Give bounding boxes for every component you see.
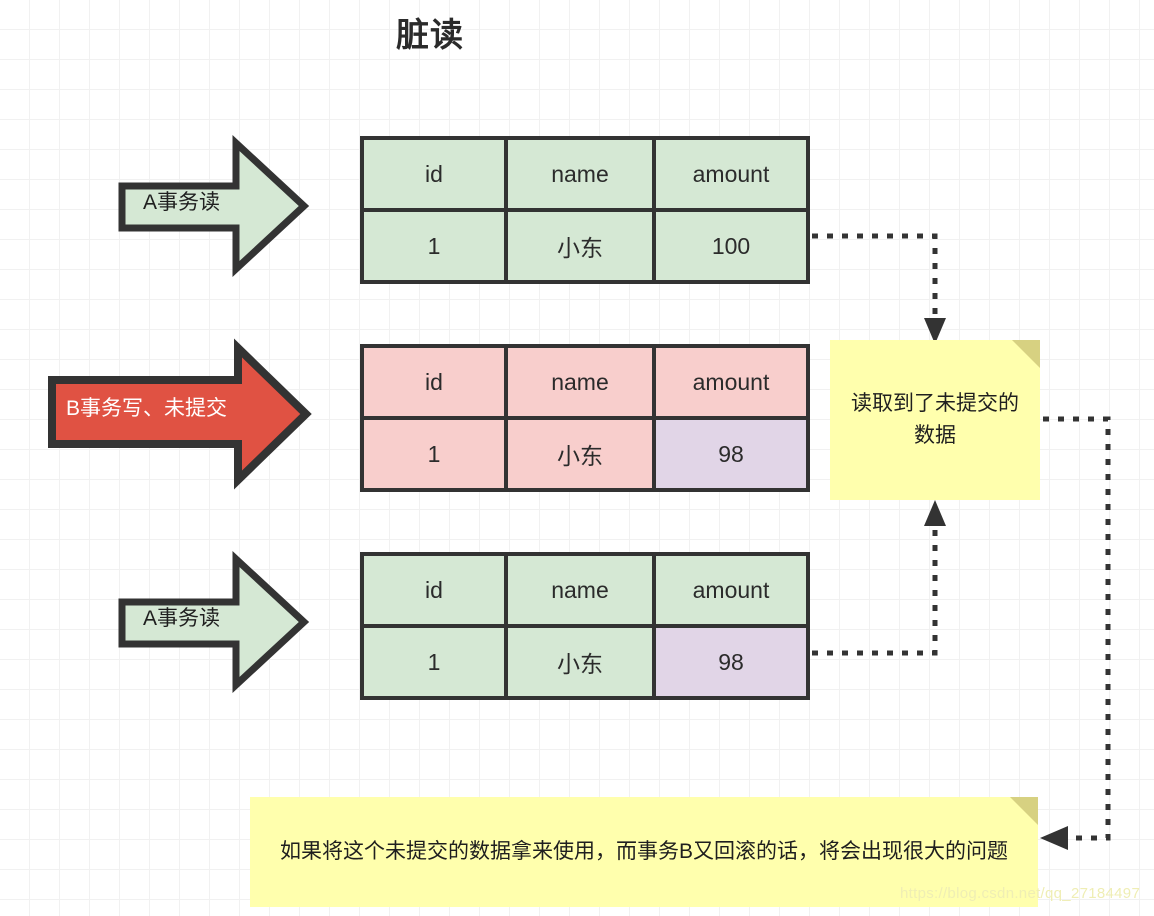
cell-id: 1	[364, 420, 508, 488]
header-cell-id: id	[364, 140, 508, 208]
note-rollback-problem: 如果将这个未提交的数据拿来使用，而事务B又回滚的话，将会出现很大的问题	[250, 797, 1038, 907]
cell-id: 1	[364, 628, 508, 696]
table-header-row: id name amount	[364, 140, 806, 212]
header-cell-name: name	[508, 140, 656, 208]
table-header-row: id name amount	[364, 556, 806, 628]
block-arrow-icon	[118, 134, 310, 278]
arrow-a-read-1-label: A事务读	[143, 191, 221, 214]
watermark: https://blog.csdn.net/qq_27184497	[900, 885, 1141, 902]
header-cell-amount: amount	[656, 556, 806, 624]
header-cell-name: name	[508, 556, 656, 624]
arrow-a-read-2: A事务读	[118, 550, 310, 694]
page-title: 脏读	[396, 16, 464, 53]
arrow-b-write-label: B事务写、未提交	[66, 397, 228, 420]
note-read-uncommitted: 读取到了未提交的数据	[830, 340, 1040, 500]
cell-amount: 98	[656, 420, 806, 488]
cell-name: 小东	[508, 420, 656, 488]
header-cell-id: id	[364, 348, 508, 416]
header-cell-amount: amount	[656, 140, 806, 208]
header-cell-amount: amount	[656, 348, 806, 416]
arrow-b-write-uncommitted: B事务写、未提交	[48, 338, 312, 490]
note-fold-icon	[1010, 797, 1038, 825]
table-a-read-after: id name amount 1 小东 98	[360, 552, 810, 700]
connector-table3-to-note	[812, 500, 946, 656]
header-cell-id: id	[364, 556, 508, 624]
cell-amount: 100	[656, 212, 806, 280]
block-arrow-icon	[118, 550, 310, 694]
header-cell-name: name	[508, 348, 656, 416]
table-a-read-before: id name amount 1 小东 100	[360, 136, 810, 284]
connector-note-to-bottom-note	[1040, 416, 1111, 850]
cell-amount: 98	[656, 628, 806, 696]
block-arrow-icon	[48, 338, 312, 490]
note-read-uncommitted-text: 读取到了未提交的数据	[851, 392, 1019, 447]
connector-table1-to-note	[812, 233, 946, 344]
table-row: 1 小东 98	[364, 420, 806, 488]
arrow-a-read-1: A事务读	[118, 134, 310, 278]
table-row: 1 小东 98	[364, 628, 806, 696]
cell-name: 小东	[508, 212, 656, 280]
table-row: 1 小东 100	[364, 212, 806, 280]
cell-name: 小东	[508, 628, 656, 696]
table-b-write-uncommitted: id name amount 1 小东 98	[360, 344, 810, 492]
arrow-a-read-2-label: A事务读	[143, 607, 221, 630]
note-rollback-problem-text: 如果将这个未提交的数据拿来使用，而事务B又回滚的话，将会出现很大的问题	[279, 840, 1008, 863]
table-header-row: id name amount	[364, 348, 806, 420]
cell-id: 1	[364, 212, 508, 280]
note-fold-icon	[1012, 340, 1040, 368]
